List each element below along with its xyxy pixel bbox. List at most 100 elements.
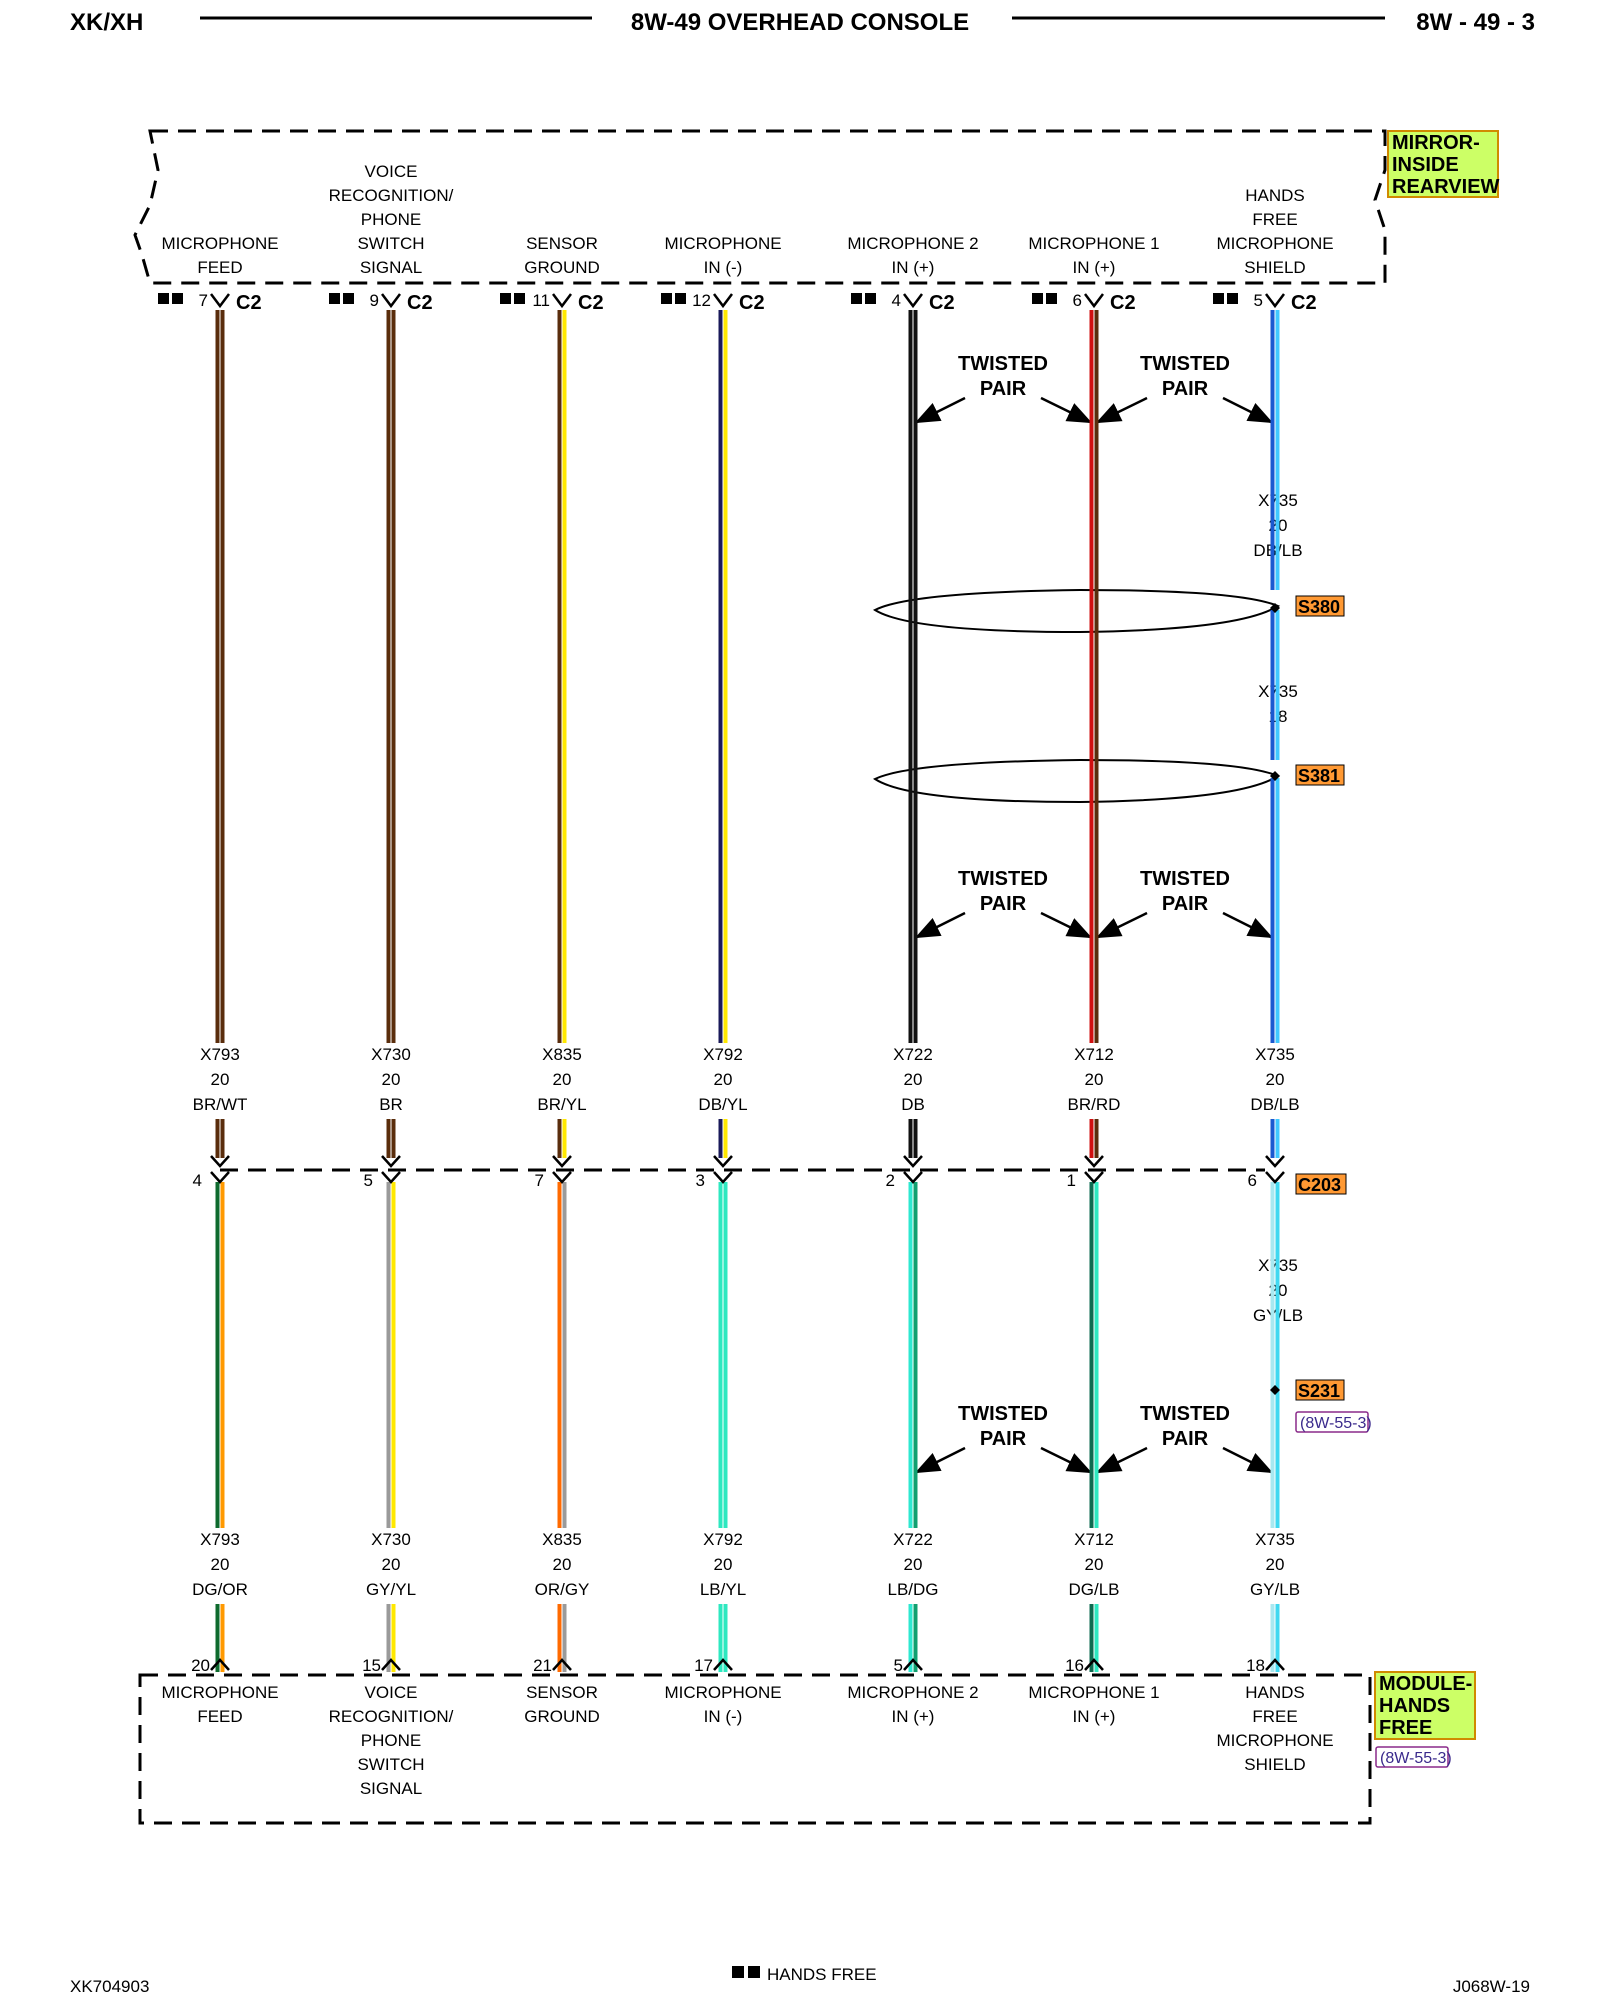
- module-pin-label: FREE: [1252, 1707, 1297, 1726]
- c2-pin-number: 7: [199, 291, 208, 310]
- hands-free-option-icon: [1032, 293, 1057, 304]
- module-pin-number: 16: [1065, 1656, 1084, 1675]
- upper-circuit-circuit-id: X793: [200, 1045, 240, 1064]
- mirror-component-box: MIRROR- INSIDE REARVIEW: [133, 129, 1500, 285]
- module-terminal-symbol: [903, 1658, 923, 1671]
- module-name-line2: HANDS: [1379, 1695, 1450, 1717]
- lower-circuit-circuit-id: X835: [542, 1530, 582, 1549]
- shield-wrap-lower: [872, 758, 1281, 804]
- c203-pin-number: 3: [696, 1171, 705, 1190]
- module-pin-label: SWITCH: [357, 1755, 424, 1774]
- module-pin-number: 20: [191, 1656, 210, 1675]
- mirror-pin-label: MICROPHONE 1: [1028, 234, 1159, 253]
- twisted-pair-label: PAIR: [1162, 1428, 1209, 1450]
- module-pin-label: IN (+): [892, 1707, 935, 1726]
- twisted-pair-label: TWISTED: [958, 353, 1048, 375]
- c203-terminal-symbol: [552, 1155, 572, 1168]
- c2-connector-label: C2: [1110, 292, 1136, 314]
- module-pin-label: HANDS: [1245, 1683, 1305, 1702]
- c2-pin-number: 9: [370, 291, 379, 310]
- module-name-line3: FREE: [1379, 1717, 1432, 1739]
- upper-circuit-gauge: 20: [1266, 1070, 1285, 1089]
- twisted-pair-arrow: [1040, 396, 1093, 424]
- twisted-pair-annotations: TWISTEDPAIRTWISTEDPAIRTWISTEDPAIRTWISTED…: [914, 353, 1274, 1474]
- module-pin-label: FEED: [197, 1707, 242, 1726]
- upper-circuit-gauge: 20: [382, 1070, 401, 1089]
- module-terminal-symbol: [381, 1658, 401, 1671]
- hands-free-option-icon: [732, 1966, 760, 1978]
- footer-legend: HANDS FREE: [767, 1965, 877, 1984]
- upper-circuit-color-code: DB/LB: [1250, 1095, 1299, 1114]
- hands-free-option-icon: [661, 293, 686, 304]
- module-page-ref[interactable]: (8W-55-3): [1380, 1750, 1452, 1767]
- module-terminal-symbol: [552, 1658, 572, 1671]
- circuit-column: C211SENSORGROUNDX83520BR/YLX83520OR/GY72…: [500, 234, 604, 1726]
- mirror-pin-label: IN (+): [1073, 258, 1116, 277]
- module-pin-number: 15: [362, 1656, 381, 1675]
- mirror-pin-label: RECOGNITION/: [329, 186, 454, 205]
- lower-circuit-color-code: LB/DG: [887, 1580, 938, 1599]
- hands-free-option-icon: [1213, 293, 1238, 304]
- header-model: XK/XH: [70, 9, 143, 36]
- splice-s380: S380: [1295, 595, 1345, 617]
- c2-terminal-symbol: [552, 293, 572, 309]
- c2-terminal-symbol: [713, 293, 733, 309]
- module-terminal-symbol: [1084, 1658, 1104, 1671]
- mirror-pin-label: SIGNAL: [360, 258, 422, 277]
- module-pin-label: SHIELD: [1244, 1755, 1305, 1774]
- upper-circuit-color-code: DB: [901, 1095, 925, 1114]
- footer-diagram-id: J068W-19: [1453, 1977, 1530, 1996]
- shield-wraps: [872, 588, 1281, 804]
- twisted-pair-arrow: [1040, 911, 1093, 939]
- c203-pin-number: 4: [193, 1171, 202, 1190]
- twisted-pair-label: TWISTED: [1140, 1403, 1230, 1425]
- lower-circuit-circuit-id: X712: [1074, 1530, 1114, 1549]
- twisted-pair-annotation: TWISTED PAIR: [1095, 1403, 1274, 1474]
- upper-circuit-circuit-id: X735: [1255, 1045, 1295, 1064]
- lower-circuit-gauge: 20: [1266, 1555, 1285, 1574]
- upper-circuit-gauge: 20: [904, 1070, 923, 1089]
- twisted-pair-arrow: [1222, 911, 1274, 939]
- splice-point: [1270, 1385, 1280, 1395]
- c203-terminal-symbol: [1265, 1155, 1285, 1168]
- splice-s231-label: S231: [1298, 1381, 1340, 1401]
- mirror-pin-label: IN (+): [892, 258, 935, 277]
- twisted-pair-arrow: [1095, 1446, 1148, 1474]
- lower-circuit-color-code: GY/YL: [366, 1580, 416, 1599]
- mirror-pin-label: MICROPHONE 2: [847, 234, 978, 253]
- twisted-pair-arrow: [1095, 911, 1148, 939]
- lower-circuit-circuit-id: X730: [371, 1530, 411, 1549]
- module-pin-label: IN (-): [704, 1707, 743, 1726]
- hands-free-module-box: MODULE- HANDS FREE (8W-55-3): [138, 1671, 1476, 1825]
- upper-circuit-gauge: 20: [553, 1070, 572, 1089]
- module-pin-label: IN (+): [1073, 1707, 1116, 1726]
- twisted-pair-label: PAIR: [1162, 378, 1209, 400]
- upper-circuit-color-code: BR/YL: [537, 1095, 586, 1114]
- hands-free-option-icon: [158, 293, 183, 304]
- mirror-pin-label: SENSOR: [526, 234, 598, 253]
- c2-connector-label: C2: [1291, 292, 1317, 314]
- lower-circuit-gauge: 20: [553, 1555, 572, 1574]
- module-pin-label: MICROPHONE 1: [1028, 1683, 1159, 1702]
- wire-segment: [386, 310, 396, 1158]
- c203-pin-number: 7: [535, 1171, 544, 1190]
- mirror-pin-label: SWITCH: [357, 234, 424, 253]
- mirror-pin-label: MICROPHONE: [1216, 234, 1333, 253]
- splice-s231-page-ref[interactable]: (8W-55-3): [1300, 1415, 1372, 1432]
- twisted-pair-label: PAIR: [1162, 893, 1209, 915]
- wire-segment: [1089, 310, 1099, 1158]
- module-terminal-symbol: [713, 1658, 733, 1671]
- module-pin-label: MICROPHONE 2: [847, 1683, 978, 1702]
- page-footer: XK704903 HANDS FREE J068W-19: [70, 1965, 1530, 1996]
- splice-point: [1270, 603, 1280, 613]
- twisted-pair-label: TWISTED: [958, 1403, 1048, 1425]
- module-terminal-symbol: [210, 1658, 230, 1671]
